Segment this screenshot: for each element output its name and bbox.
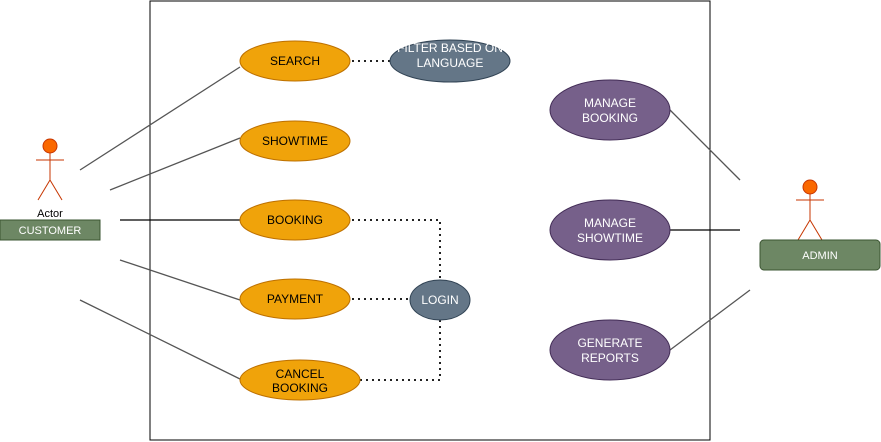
use-case-generate-reports-line1: GENERATE bbox=[577, 336, 642, 350]
use-case-manage-booking[interactable] bbox=[549, 79, 671, 141]
use-case-search-label: SEARCH bbox=[270, 54, 320, 68]
use-case-manage-showtime-line2: SHOWTIME bbox=[577, 231, 643, 245]
admin-role-box bbox=[759, 239, 881, 271]
customer-role-box bbox=[0, 219, 101, 241]
assoc-customer-showtime bbox=[109, 137, 241, 191]
customer-actor-caption: Actor bbox=[37, 208, 63, 220]
use-case-generate-reports-line2: REPORTS bbox=[581, 351, 639, 365]
use-case-manage-booking-line2: BOOKING bbox=[582, 111, 638, 125]
use-case-login-label: LOGIN bbox=[421, 293, 458, 307]
use-case-cancel-booking-label-line2: BOOKING bbox=[272, 381, 328, 395]
assoc-customer-search bbox=[79, 66, 241, 171]
assoc-admin-manage-booking bbox=[669, 109, 741, 181]
use-case-showtime-label: SHOWTIME bbox=[262, 134, 328, 148]
admin-actor bbox=[796, 179, 824, 241]
customer-actor bbox=[36, 138, 64, 201]
dep-cancel-login bbox=[360, 320, 441, 381]
use-case-payment[interactable] bbox=[239, 278, 351, 320]
use-case-manage-showtime-line1: MANAGE bbox=[584, 216, 636, 230]
use-case-booking[interactable] bbox=[239, 199, 351, 241]
use-case-filter-label-line1: FILTER BASED ON bbox=[397, 41, 503, 55]
use-case-filter-language[interactable] bbox=[389, 39, 511, 83]
use-case-payment-label: PAYMENT bbox=[267, 292, 324, 306]
use-case-manage-booking-line1: MANAGE bbox=[584, 96, 636, 110]
dep-booking-login bbox=[352, 219, 441, 280]
customer-role-label: CUSTOMER bbox=[19, 225, 82, 237]
use-case-login[interactable] bbox=[409, 279, 471, 321]
use-case-manage-showtime[interactable] bbox=[549, 199, 671, 261]
admin-role-label: ADMIN bbox=[802, 250, 838, 262]
customer-actor-head bbox=[42, 138, 58, 154]
use-case-filter-label-line2: LANGUAGE bbox=[417, 56, 484, 70]
use-case-showtime[interactable] bbox=[239, 120, 351, 162]
use-case-cancel-booking[interactable] bbox=[239, 359, 361, 401]
use-case-search[interactable] bbox=[239, 40, 351, 82]
assoc-customer-cancel bbox=[79, 299, 241, 380]
assoc-customer-payment bbox=[119, 259, 241, 301]
use-case-cancel-booking-label-line1: CANCEL bbox=[276, 367, 325, 381]
assoc-admin-reports bbox=[669, 289, 751, 351]
use-case-booking-label: BOOKING bbox=[267, 213, 323, 227]
use-case-generate-reports[interactable] bbox=[549, 319, 671, 381]
admin-actor-head bbox=[802, 179, 818, 195]
